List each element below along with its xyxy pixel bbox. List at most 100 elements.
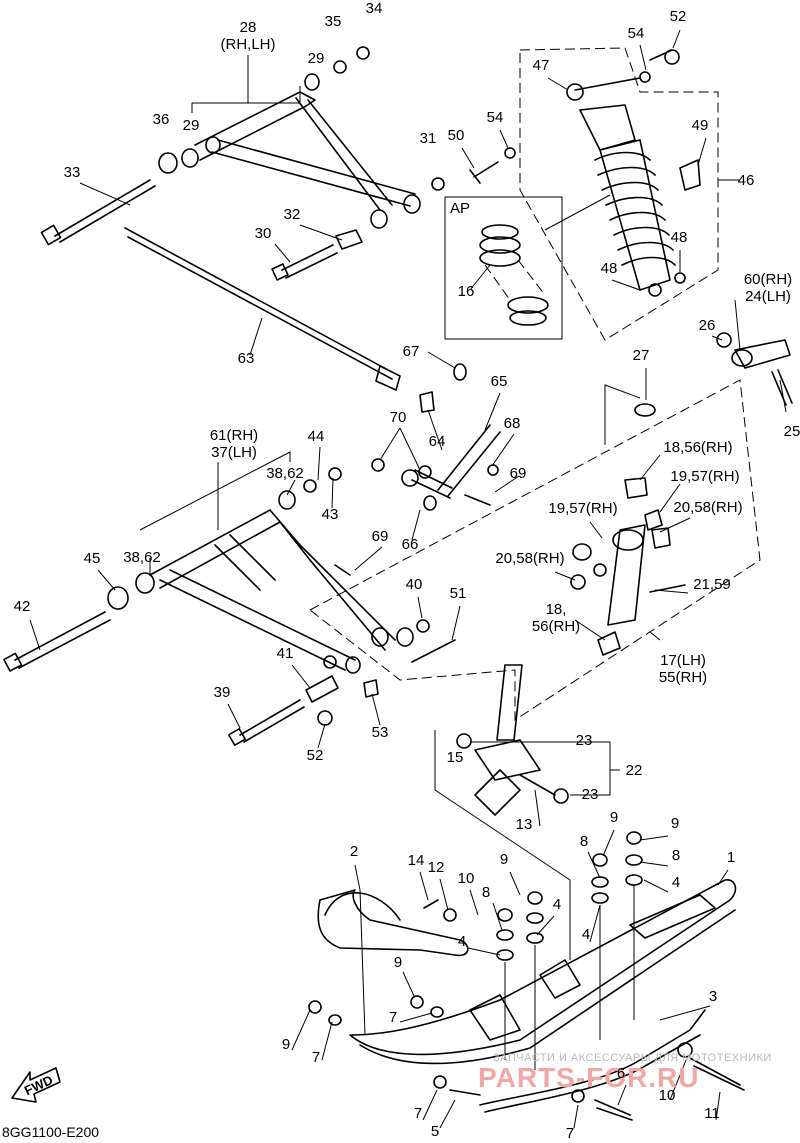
callout-c24: 27 bbox=[633, 347, 650, 364]
watermark-logo: PARTS-FOR.RU bbox=[478, 1062, 699, 1093]
callout-line: 1 bbox=[727, 849, 735, 866]
callout-c32: 18,56(RH) bbox=[663, 439, 732, 456]
callout-c75: 9 bbox=[394, 954, 402, 971]
callout-line: 19,57(RH) bbox=[670, 468, 739, 485]
callout-line: 29 bbox=[308, 50, 325, 67]
callout-c33: 19,57(RH) bbox=[670, 468, 739, 485]
callout-c9: 32 bbox=[284, 206, 301, 223]
callout-line: 31 bbox=[420, 130, 437, 147]
callout-c28: 70 bbox=[390, 409, 407, 426]
callout-c48: 42 bbox=[14, 598, 31, 615]
callout-c64: 1 bbox=[727, 849, 735, 866]
bolt-39 bbox=[228, 699, 305, 746]
callout-c16: 54 bbox=[487, 109, 504, 126]
callout-line: 8 bbox=[672, 847, 680, 864]
callout-line: 5 bbox=[431, 1123, 439, 1140]
callout-c3: 34 bbox=[366, 0, 383, 17]
callout-c6: 36 bbox=[153, 111, 170, 128]
callout-line: 29 bbox=[183, 117, 200, 134]
callout-line: 2 bbox=[350, 843, 358, 860]
callout-c54: 53 bbox=[372, 724, 389, 741]
callout-line: 44 bbox=[308, 428, 325, 445]
callout-line: 54 bbox=[487, 109, 504, 126]
callout-line: 27 bbox=[633, 347, 650, 364]
callout-c42: 20,58(RH) bbox=[495, 550, 564, 567]
callout-c18: 46 bbox=[738, 172, 755, 189]
callout-c60: 9 bbox=[610, 809, 618, 826]
callout-c31: 69 bbox=[510, 465, 527, 482]
callout-line: 3 bbox=[709, 988, 717, 1005]
callout-c83: 7 bbox=[414, 1105, 422, 1122]
callout-line: 51 bbox=[450, 585, 467, 602]
ap-spring-inset bbox=[444, 196, 563, 340]
callout-c15: 50 bbox=[448, 127, 465, 144]
callout-line: 9 bbox=[394, 954, 402, 971]
callout-c72: 4 bbox=[553, 896, 561, 913]
callout-line: 9 bbox=[671, 815, 679, 832]
callout-c14: 52 bbox=[670, 8, 687, 25]
callout-line: 22 bbox=[626, 762, 643, 779]
spindle-housing bbox=[309, 379, 761, 721]
diagram-code: 8GG1100-E200 bbox=[2, 1124, 99, 1140]
callout-line: 7 bbox=[566, 1125, 574, 1142]
mount-bracket-24 bbox=[716, 332, 793, 406]
callout-line: 18, bbox=[546, 601, 567, 618]
callout-line: 52 bbox=[670, 8, 687, 25]
callout-line: 41 bbox=[277, 645, 294, 662]
callout-c81: 10 bbox=[659, 1087, 676, 1104]
callout-c12: 47 bbox=[533, 57, 550, 74]
callout-c46: 40 bbox=[406, 576, 423, 593]
callout-c78: 9 bbox=[282, 1036, 290, 1053]
fwd-arrow-icon: FWD bbox=[11, 1067, 61, 1103]
callout-c59: 13 bbox=[516, 816, 533, 833]
callout-line: 12 bbox=[428, 859, 445, 876]
callout-c26: 67 bbox=[403, 343, 420, 360]
callout-line: 20,58(RH) bbox=[673, 499, 742, 516]
callout-line: 53 bbox=[372, 724, 389, 741]
callout-c69: 9 bbox=[500, 851, 508, 868]
callout-c10: 30 bbox=[255, 225, 272, 242]
callout-c57: 15 bbox=[447, 749, 464, 766]
nut-52 bbox=[317, 710, 333, 726]
leader-lines bbox=[29, 29, 787, 1129]
ski-spindle bbox=[434, 664, 620, 960]
callout-line: 55(RH) bbox=[659, 669, 707, 686]
callout-c30: 64 bbox=[429, 433, 446, 450]
callout-c47: 51 bbox=[450, 585, 467, 602]
callout-c70: 8 bbox=[482, 884, 490, 901]
callout-line: 60(RH) bbox=[744, 271, 792, 288]
callout-line: 8 bbox=[580, 833, 588, 850]
callout-c58: 23 bbox=[582, 786, 599, 803]
callout-c68: 10 bbox=[458, 870, 475, 887]
callout-line: 4 bbox=[582, 926, 590, 943]
callout-line: 14 bbox=[408, 852, 425, 869]
callout-c65: 2 bbox=[350, 843, 358, 860]
upper-a-arm bbox=[158, 46, 445, 229]
callout-line: 10 bbox=[458, 870, 475, 887]
callout-line: 8 bbox=[482, 884, 490, 901]
callout-c11: 63 bbox=[238, 350, 255, 367]
callout-line: 26 bbox=[699, 317, 716, 334]
callout-line: 24(LH) bbox=[745, 288, 791, 305]
callout-c34: 61(RH)37(LH) bbox=[210, 427, 258, 461]
callout-line: 54 bbox=[628, 25, 645, 42]
callout-c49: 18,56(RH) bbox=[532, 601, 580, 635]
ap-label: AP bbox=[450, 200, 470, 217]
callout-line: 66 bbox=[402, 536, 419, 553]
callout-line: 63 bbox=[238, 350, 255, 367]
callout-c56: 22 bbox=[626, 762, 643, 779]
callout-line: 16 bbox=[458, 283, 475, 300]
callout-c55: 23 bbox=[576, 732, 593, 749]
callout-line: 40 bbox=[406, 576, 423, 593]
callout-line: 38,62 bbox=[266, 465, 304, 482]
callout-line: 48 bbox=[601, 260, 618, 277]
callout-c51: 41 bbox=[277, 645, 294, 662]
callout-line: 65 bbox=[491, 373, 508, 390]
callout-c74: 4 bbox=[458, 933, 466, 950]
callout-c66: 14 bbox=[408, 852, 425, 869]
callout-line: 32 bbox=[284, 206, 301, 223]
callout-c23: 26 bbox=[699, 317, 716, 334]
